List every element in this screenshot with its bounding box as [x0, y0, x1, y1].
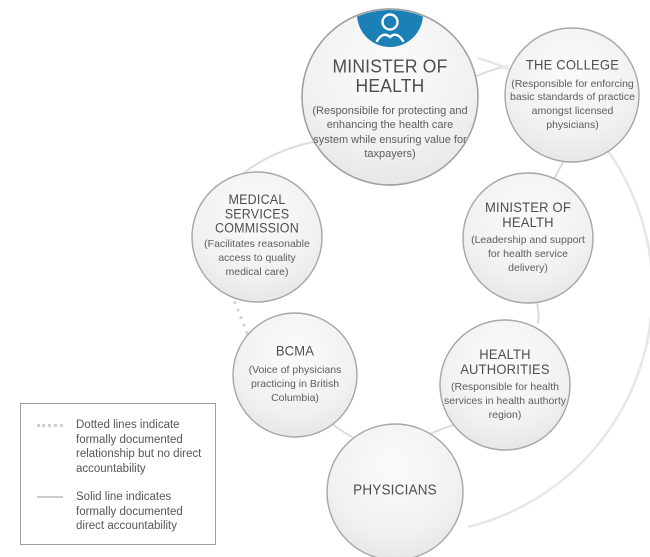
circle-bcma [232, 312, 358, 438]
legend-box: Dotted lines indicate formally documente… [20, 403, 216, 545]
solid-line-sample [37, 495, 63, 498]
circle-health-authorities [439, 319, 571, 451]
legend-row-dotted: Dotted lines indicate formally documente… [37, 418, 205, 477]
legend-row-solid: Solid line indicates formally documented… [37, 490, 205, 534]
circle-minister-of-health-right [462, 172, 594, 304]
dotted-connector-msc-bcma [230, 293, 254, 348]
dotted-line-sample [37, 424, 63, 427]
person-icon [357, 10, 423, 47]
circle-physicians [326, 423, 464, 557]
legend-solid-label: Solid line indicates formally documented… [76, 490, 183, 533]
circle-the-college [504, 27, 640, 163]
circle-medical-services-commission [191, 171, 323, 303]
main-circle-border [301, 8, 479, 186]
legend-dotted-label: Dotted lines indicate formally documente… [76, 419, 202, 476]
